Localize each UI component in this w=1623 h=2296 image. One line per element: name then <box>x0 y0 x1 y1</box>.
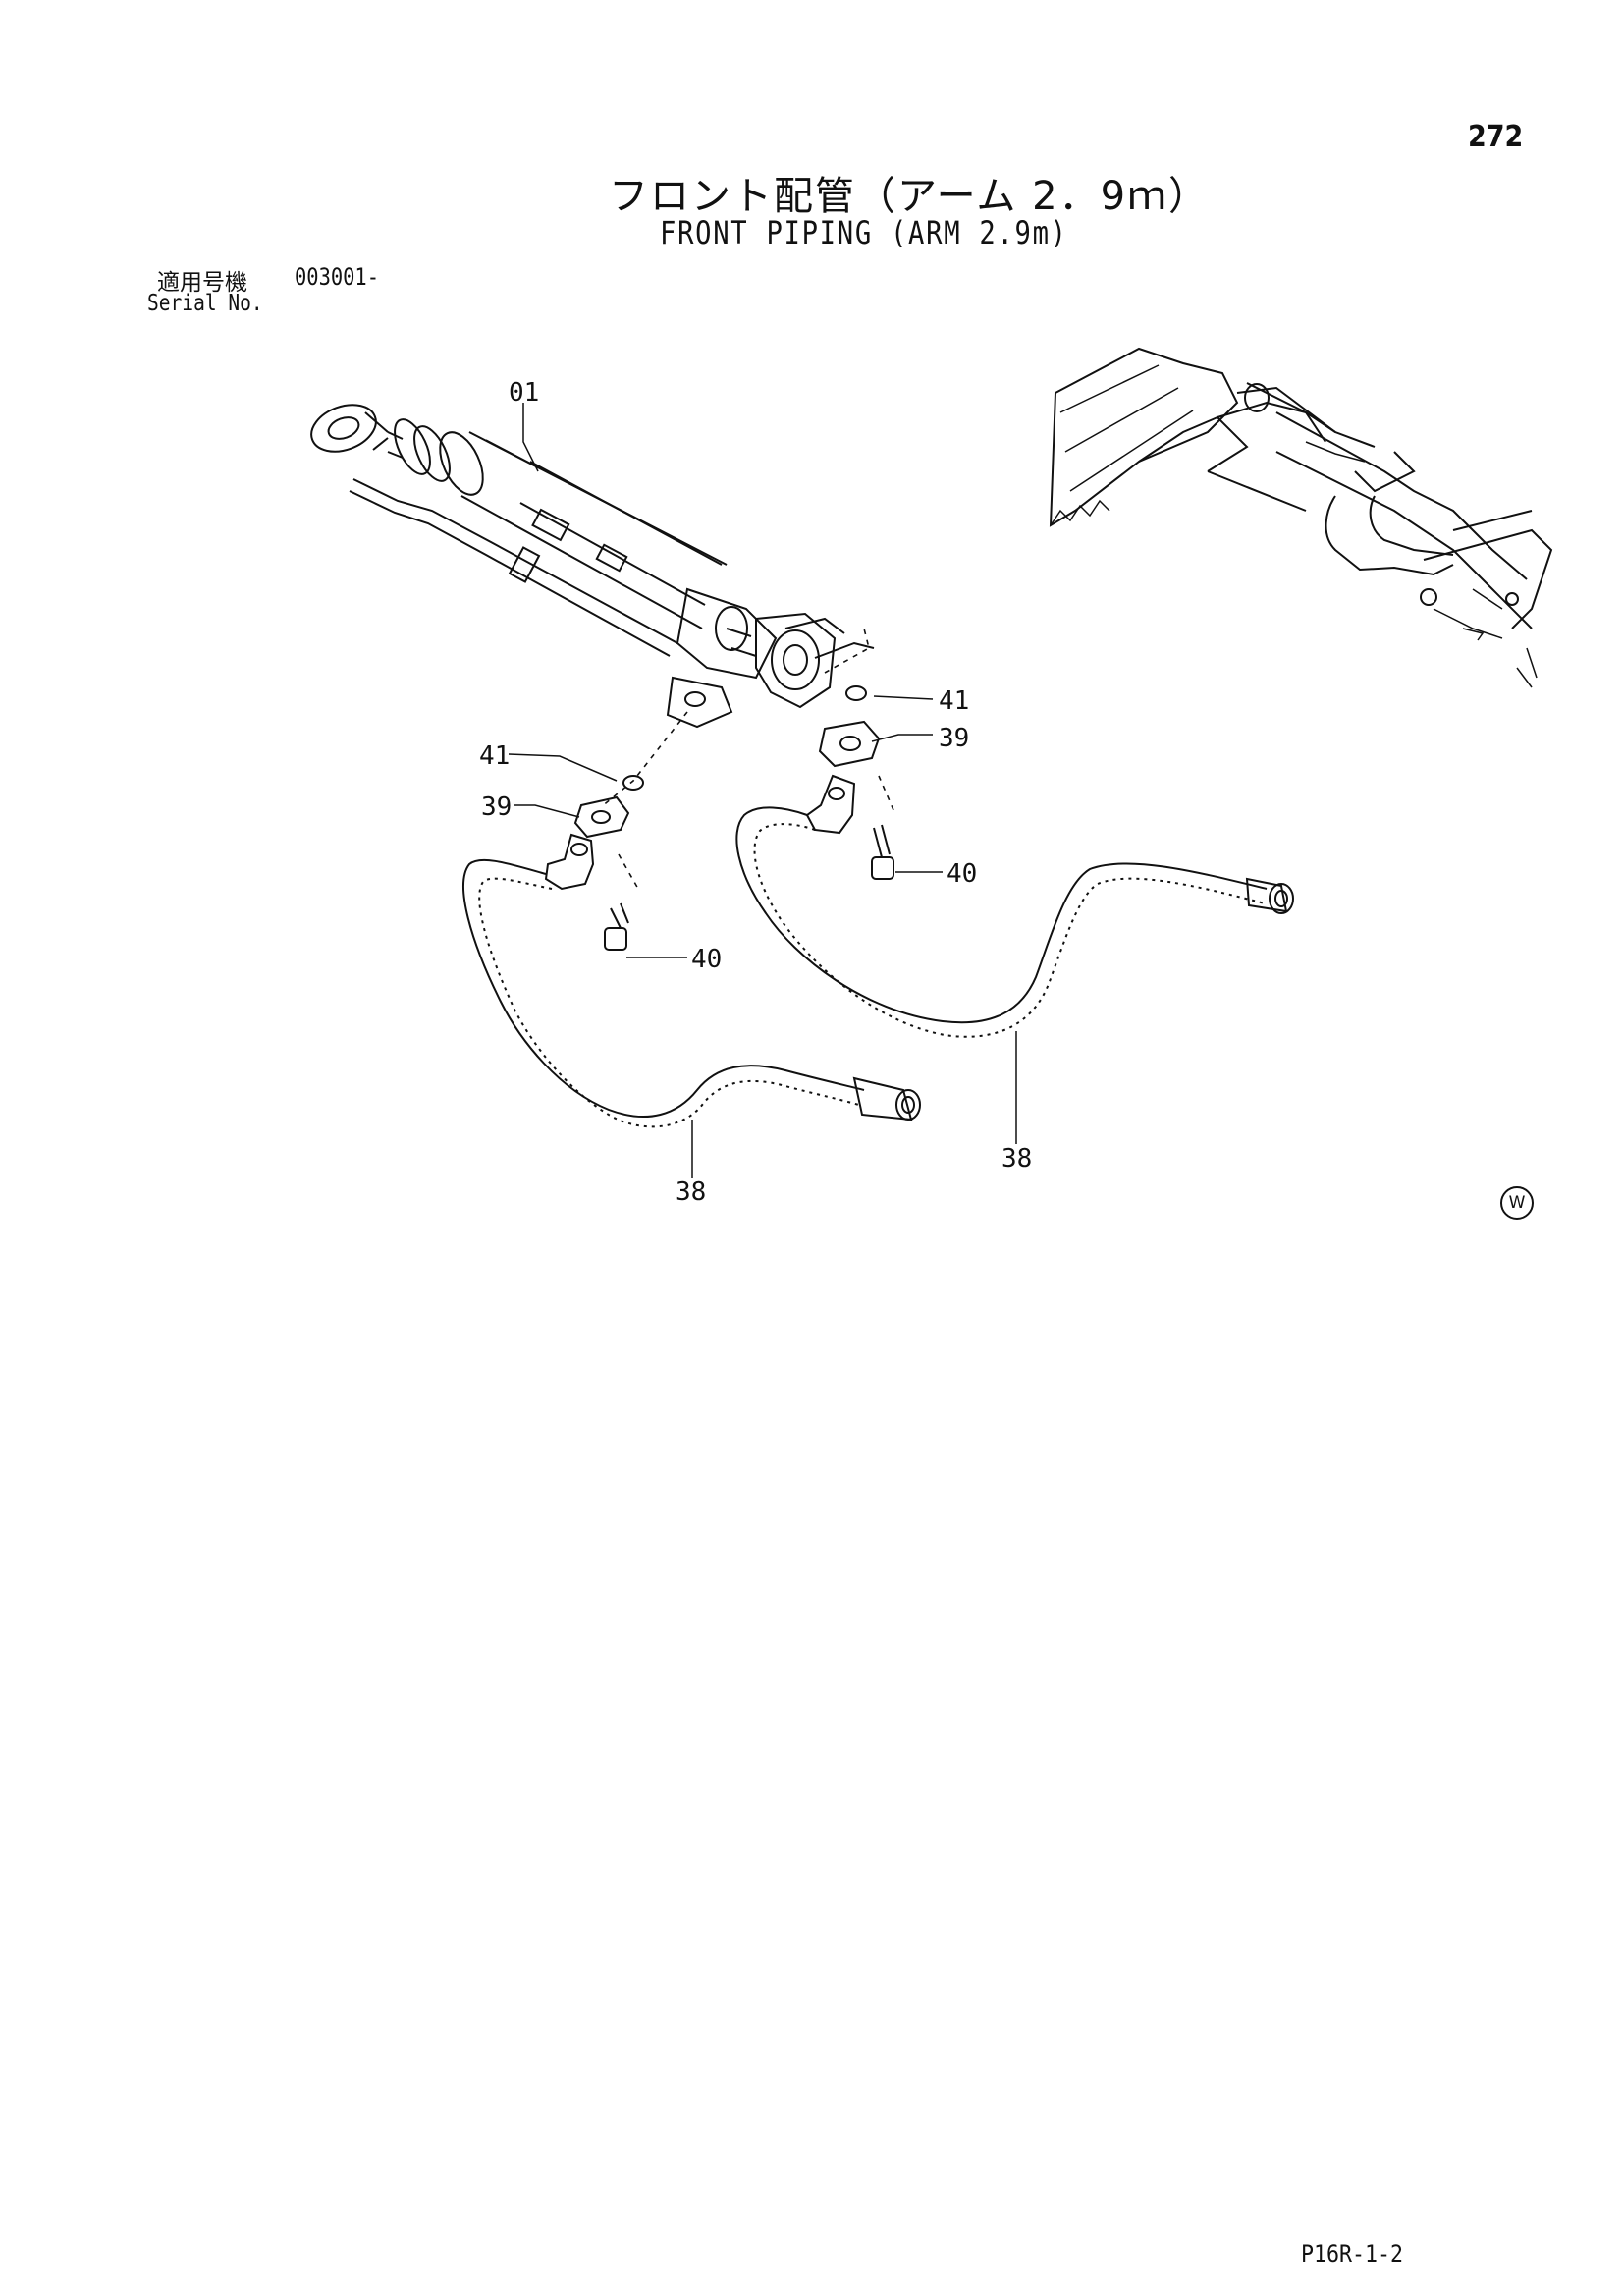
callout-40-right: 40 <box>947 859 977 889</box>
callout-38-right: 38 <box>1001 1144 1032 1174</box>
serial-label-japanese: 適用号機 <box>157 270 247 296</box>
split-flange-right <box>818 720 881 768</box>
callout-41-right: 41 <box>939 686 969 716</box>
watermark-stamp: W <box>1500 1186 1534 1220</box>
callout-39-right: 39 <box>939 724 969 753</box>
callout-40-left: 40 <box>691 945 722 974</box>
bolt-right <box>871 856 894 880</box>
o-ring-right <box>845 685 867 701</box>
callout-41-left: 41 <box>479 741 510 771</box>
serial-label-english: Serial No. <box>147 291 263 316</box>
reference-code: P16R-1-2 <box>1301 2240 1404 2268</box>
arm-cylinder-illustration <box>310 404 875 729</box>
split-flange-left <box>573 795 630 839</box>
page-title-english: FRONT PIPING (ARM 2.9m) <box>660 214 1068 251</box>
o-ring-left <box>622 775 644 791</box>
bolt-left <box>604 927 627 951</box>
callout-01: 01 <box>509 378 539 408</box>
callout-38-left: 38 <box>676 1177 706 1207</box>
left-hose-assembly <box>462 711 921 1128</box>
serial-number: 003001- <box>295 263 379 291</box>
page-number: 272 <box>1468 120 1524 154</box>
callout-39-left: 39 <box>481 793 512 822</box>
right-hose-assembly <box>735 628 1294 1038</box>
page-title-japanese: フロント配管（アーム 2．9ｍ） <box>609 174 1211 219</box>
excavator-arm-inset-illustration <box>1049 347 1553 688</box>
callout-leader-lines <box>508 403 1017 1178</box>
